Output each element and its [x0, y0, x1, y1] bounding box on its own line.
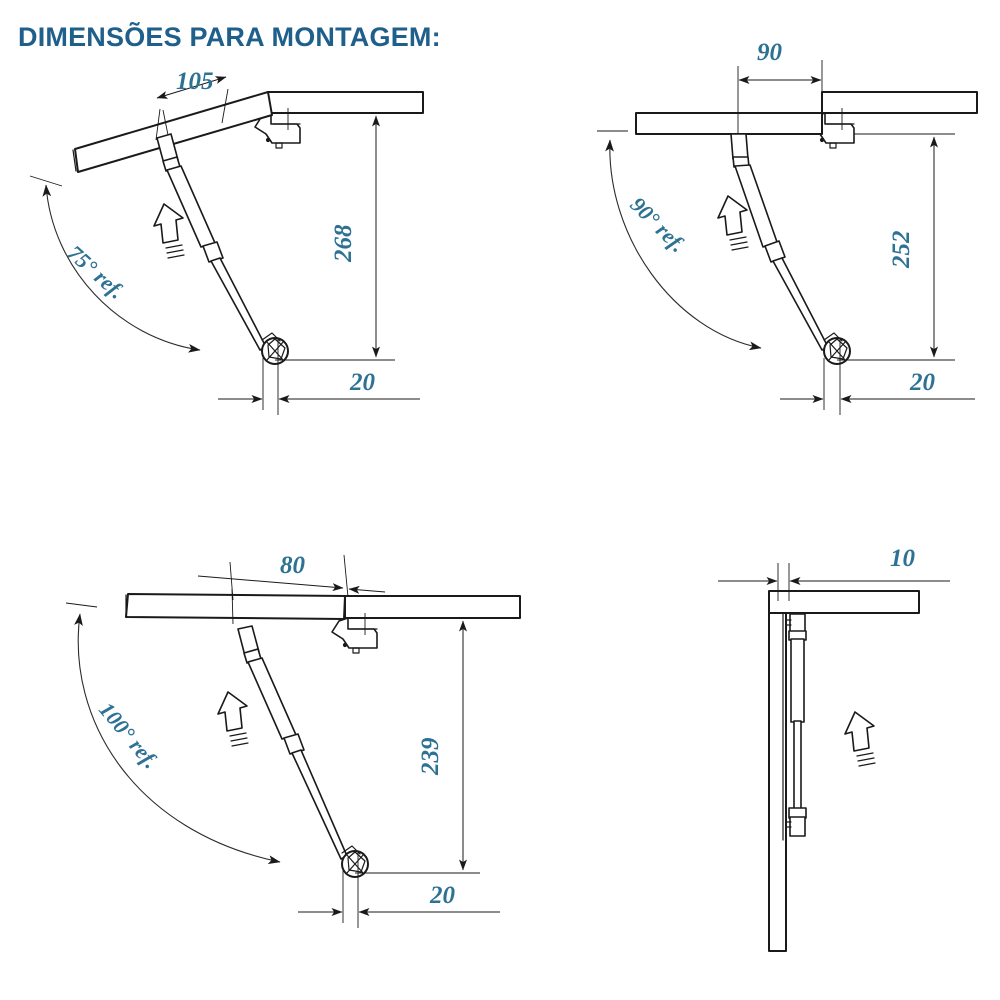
angle-arc-100-label: 100° ref.	[94, 697, 164, 773]
dimension-20-topright-label: 20	[909, 369, 936, 396]
dimension-268	[275, 112, 395, 361]
dimension-20-topleft	[218, 338, 420, 415]
dimension-90	[737, 60, 823, 108]
gas-spring-strut-100	[237, 625, 369, 878]
dimension-10	[718, 563, 950, 601]
dimension-90-label: 90	[757, 39, 783, 66]
angle-arc-75-label: 75° ref.	[63, 240, 130, 304]
dimension-268-label: 268	[330, 224, 357, 263]
view-top-left: 105 268 20 75° ref.	[29, 68, 424, 415]
dimension-239-label: 239	[417, 737, 444, 776]
cabinet-top-panel-side	[768, 590, 920, 614]
dimension-80-label: 80	[280, 552, 306, 579]
dimension-10-label: 10	[890, 545, 916, 572]
dimension-20-bottomleft	[298, 851, 500, 928]
cabinet-top-panel-100	[344, 595, 521, 619]
page-title: DIMENSÕES PARA MONTAGEM:	[18, 22, 441, 52]
gas-spring-strut-side	[782, 612, 807, 841]
gas-spring-strut-90	[730, 133, 851, 365]
angle-arc-75	[29, 175, 201, 353]
flap-door-panel-90	[635, 108, 823, 140]
dimension-20-topleft-label: 20	[349, 369, 376, 396]
dimension-105-label: 105	[176, 68, 214, 95]
view-bottom-right: 10	[718, 545, 950, 952]
dimension-239	[355, 617, 480, 874]
cabinet-top-panel-90	[821, 91, 978, 114]
angle-arc-90	[597, 130, 762, 351]
ball-socket-end-90	[823, 332, 851, 365]
dimension-20-topright	[780, 338, 975, 415]
up-arrow-lift-icon-90	[717, 195, 749, 251]
up-arrow-lift-icon-100	[217, 691, 249, 747]
mounting-bracket-100	[331, 613, 378, 654]
cabinet-top-panel-75	[267, 91, 424, 114]
view-top-right: 90 252 20 90° ref.	[597, 39, 978, 415]
dimension-252	[837, 133, 955, 361]
flap-door-panel-100	[125, 588, 346, 625]
dimension-20-bottomleft-label: 20	[429, 882, 456, 909]
dimension-252-label: 252	[888, 231, 915, 270]
dimension-105	[155, 76, 229, 141]
up-arrow-lift-icon-75	[153, 203, 185, 259]
gas-spring-strut-75	[156, 133, 289, 365]
ball-socket-end-100	[341, 845, 369, 878]
view-bottom-left: 80 239 20 100° ref.	[65, 552, 521, 928]
ball-socket-end-75	[261, 332, 289, 365]
up-arrow-lift-icon-side	[844, 711, 876, 767]
dimension-80	[197, 554, 386, 601]
angle-arc-100	[65, 602, 281, 864]
mounting-bracket-75	[254, 108, 301, 149]
